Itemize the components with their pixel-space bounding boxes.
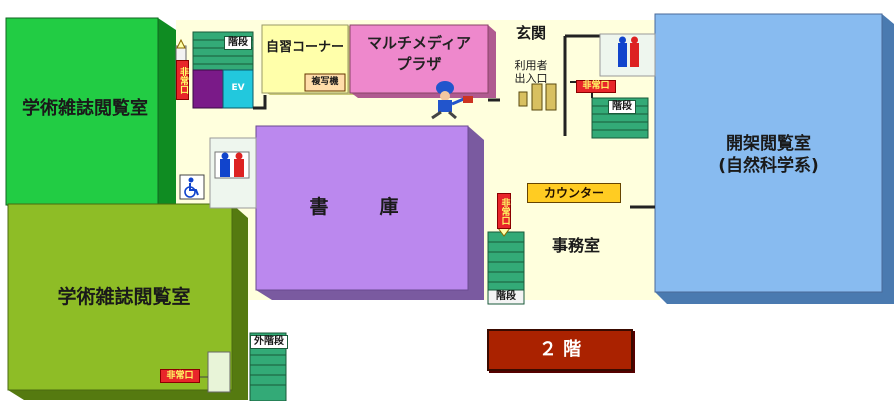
emergency-exit-right-tag: 非常口 [576,80,616,93]
room-academic-journals-upper-label[interactable]: 学術雑誌閲覧室 [22,98,148,119]
restroom-block-right [599,33,656,77]
entrance-label: 玄関 [515,24,546,42]
room-multimedia-plaza-label-2[interactable]: プラザ [396,55,442,73]
running-person-icon [431,81,473,120]
room-multimedia-plaza-label-1[interactable]: マルチメディア [367,34,471,52]
entrance-door-2 [531,83,543,111]
elevator-label: EV [231,83,245,93]
emergency-exit-bottom-door [207,351,231,393]
multimedia-plaza-shape [349,24,489,94]
room-open-stacks-label-2[interactable]: (自然科学系) [718,156,819,176]
entrance-door-1 [518,91,528,107]
stacks-shape [255,125,469,291]
exit-arrow-top-left [176,38,186,49]
outer-stair-label: 外階段 [250,335,288,349]
room-office-label[interactable]: 事務室 [551,236,600,255]
room-academic-journals-upper-shape [5,17,176,215]
entrance-door-3 [545,83,557,111]
room-academic-journals-lower-shape [7,203,248,400]
copy-machine-shape [304,73,346,92]
middle-stair-label: 階段 [496,291,516,302]
user-entrance-label-1: 利用者 [514,59,548,72]
emergency-exit-middle-tag: 非常口 [497,193,511,229]
counter-label[interactable]: カウンター [527,183,621,203]
room-academic-journals-lower-label[interactable]: 学術雑誌閲覧室 [57,286,191,308]
open-stacks-shape [654,13,883,293]
restroom-icon-right [618,36,639,67]
elevator-shape [222,69,254,109]
right-stair-label: 階段 [608,100,636,114]
top-stair-label: 階段 [224,36,252,50]
floor-indicator: ２ 階 [487,329,633,371]
restroom-icon-left [220,152,244,177]
room-stacks-label[interactable]: 書 庫 [309,196,415,218]
emergency-exit-top-left-tag: 非常口 [176,60,189,100]
copy-machine-label: 複写機 [311,77,339,87]
emergency-exit-bottom-tag: 非常口 [160,369,200,383]
storage-purple-shape [192,69,224,109]
room-self-study-label[interactable]: 自習コーナー [265,40,344,55]
room-open-stacks-label-1[interactable]: 開架閲覧室 [726,134,811,154]
user-entrance-label-2: 出入口 [514,72,548,85]
accessible-icon [184,177,199,198]
